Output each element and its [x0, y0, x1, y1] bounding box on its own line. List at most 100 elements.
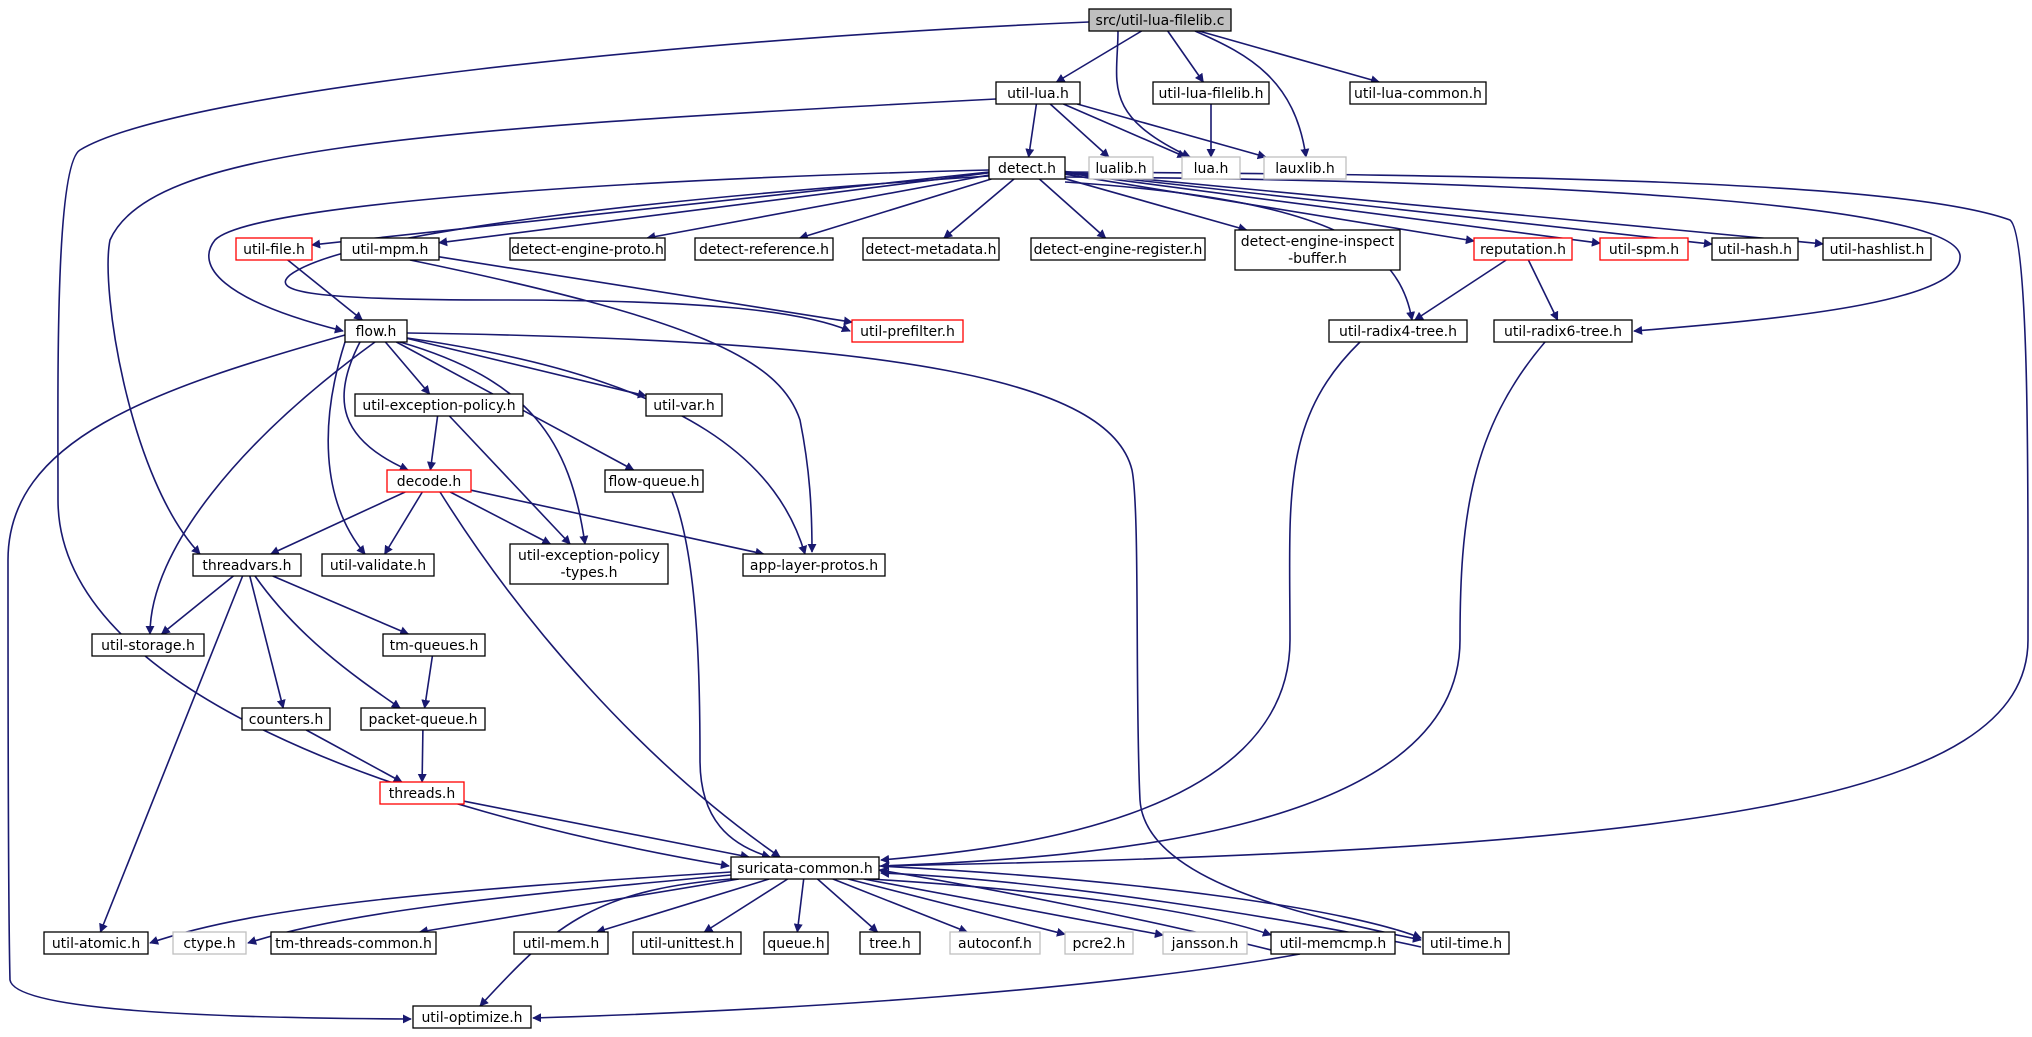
edge-detect-h-to-util-hash-h [1064, 171, 1713, 248]
edge-util-lua-h-to-lauxlib-h [1076, 103, 1267, 160]
node-util-lua-filelib-h[interactable]: util-lua-filelib.h [1152, 81, 1270, 105]
node-label: counters.h [249, 712, 323, 728]
edge-decode-h-to-threadvars-h [269, 491, 406, 555]
node-label: detect-metadata.h [865, 242, 996, 258]
edge-detect-h-to-detect-engine-inspect-buffer-h [1064, 177, 1248, 233]
edge-decode-h-to-suricata-common-h [439, 491, 781, 858]
node-util-lua-h[interactable]: util-lua.h [995, 81, 1081, 105]
node-detect-h[interactable]: detect.h [988, 156, 1066, 180]
edge-util-mpm-h-to-util-prefilter-h [438, 256, 853, 326]
node-packet-queue-h[interactable]: packet-queue.h [360, 707, 486, 731]
node-label: threads.h [389, 786, 456, 802]
node-flow-h[interactable]: flow.h [344, 319, 408, 343]
node-util-var-h[interactable]: util-var.h [645, 393, 723, 417]
node-label: util-atomic.h [52, 936, 140, 952]
node-jansson-h: jansson.h [1162, 931, 1248, 955]
node-decode-h[interactable]: decode.h [386, 469, 472, 493]
node-label: detect-engine-inspect-buffer.h [1241, 234, 1395, 267]
edge-suricata-common-h-to-util-unittest-h [703, 878, 789, 933]
node-label: util-storage.h [101, 638, 195, 654]
node-root[interactable]: src/util-lua-filelib.c [1088, 8, 1232, 32]
node-util-atomic-h[interactable]: util-atomic.h [43, 931, 149, 955]
node-label: suricata-common.h [737, 861, 873, 877]
edge-root-to-suricata-common-h [57, 21, 1090, 870]
edge-decode-h-to-util-validate-h [384, 491, 423, 555]
edge-flow-h-to-util-exception-policy-h [384, 341, 431, 395]
edge-util-memcmp-h-to-util-optimize-h [532, 953, 1301, 1023]
node-box [513, 931, 609, 955]
edge-detect-h-to-suricata-common-h [880, 171, 2029, 871]
edge-util-radix4-tree-h-to-suricata-common-h [880, 341, 1361, 864]
node-label: detect-engine-register.h [1034, 242, 1203, 258]
node-util-prefilter-h[interactable]: util-prefilter.h [851, 319, 964, 343]
edge-flow-h-to-util-var-h [406, 337, 647, 399]
edge-detect-h-to-detect-engine-proto-h [646, 174, 990, 241]
node-box [1349, 81, 1487, 105]
node-util-radix4-tree-h[interactable]: util-radix4-tree.h [1328, 319, 1468, 343]
node-util-radix6-tree-h[interactable]: util-radix6-tree.h [1493, 319, 1633, 343]
node-detect-metadata-h[interactable]: detect-metadata.h [862, 237, 1000, 261]
node-label: tm-threads-common.h [275, 936, 432, 952]
node-label: util-validate.h [330, 558, 426, 574]
edge-root-to-util-lua-common-h [1198, 30, 1380, 85]
node-queue-h[interactable]: queue.h [763, 931, 829, 955]
node-label: detect.h [998, 161, 1056, 177]
edge-suricata-common-h-to-util-mem-h [595, 878, 770, 934]
node-util-hash-h[interactable]: util-hash.h [1711, 237, 1799, 261]
node-reputation-h[interactable]: reputation.h [1473, 237, 1573, 261]
node-util-validate-h[interactable]: util-validate.h [321, 553, 435, 577]
node-util-mpm-h[interactable]: util-mpm.h [340, 237, 440, 261]
node-label: util-spm.h [1609, 242, 1679, 258]
node-util-file-h[interactable]: util-file.h [235, 237, 313, 261]
node-util-unittest-h[interactable]: util-unittest.h [632, 931, 742, 955]
node-util-memcmp-h[interactable]: util-memcmp.h [1270, 931, 1396, 955]
node-label: util-file.h [243, 242, 305, 258]
edge-util-lua-h-to-detect-h [1025, 103, 1038, 158]
node-lua-h: lua.h [1181, 156, 1241, 180]
node-label: util-lua.h [1007, 86, 1069, 102]
node-box [694, 237, 834, 261]
node-detect-engine-register-h[interactable]: detect-engine-register.h [1030, 237, 1206, 261]
edge-suricata-common-h-to-tm-threads-common-h [418, 878, 739, 936]
node-label: lualib.h [1095, 161, 1146, 177]
node-detect-engine-inspect-buffer-h[interactable]: detect-engine-inspect-buffer.h [1234, 229, 1401, 271]
node-box [1270, 931, 1396, 955]
node-tree-h[interactable]: tree.h [859, 931, 921, 955]
node-util-exception-policy-h[interactable]: util-exception-policy.h [354, 393, 524, 417]
node-util-exception-policy-types-h[interactable]: util-exception-policy-types.h [509, 543, 669, 585]
node-box [632, 931, 742, 955]
node-label-line: -buffer.h [1288, 251, 1347, 267]
node-util-storage-h[interactable]: util-storage.h [91, 633, 205, 657]
node-box [1162, 931, 1248, 955]
node-ctype-h: ctype.h [172, 931, 247, 955]
node-flow-queue-h[interactable]: flow-queue.h [604, 469, 704, 493]
node-threads-h[interactable]: threads.h [379, 781, 465, 805]
edge-threadvars-h-to-util-atomic-h [99, 575, 244, 933]
edge-flow-h-to-util-storage-h [145, 341, 376, 635]
edge-util-lua-h-to-lualib-h [1049, 103, 1110, 158]
edge-packet-queue-h-to-threads-h [417, 729, 427, 783]
edge-flow-h-to-util-optimize-h [7, 334, 412, 1024]
node-label: autoconf.h [958, 936, 1032, 952]
node-box [1234, 229, 1401, 271]
node-tm-threads-common-h[interactable]: tm-threads-common.h [270, 931, 437, 955]
edge-root-to-lauxlib-h [1194, 30, 1310, 158]
node-util-lua-common-h[interactable]: util-lua-common.h [1349, 81, 1487, 105]
node-util-hashlist-h[interactable]: util-hashlist.h [1822, 237, 1932, 261]
node-util-spm-h[interactable]: util-spm.h [1599, 237, 1689, 261]
edge-reputation-h-to-util-radix6-tree-h [1527, 259, 1559, 321]
node-threadvars-h[interactable]: threadvars.h [192, 553, 302, 577]
node-util-time-h[interactable]: util-time.h [1422, 931, 1510, 955]
edge-suricata-common-h-to-ctype-h [247, 874, 732, 945]
node-util-optimize-h[interactable]: util-optimize.h [412, 1005, 532, 1029]
node-app-layer-protos-h[interactable]: app-layer-protos.h [742, 553, 886, 577]
node-label: packet-queue.h [368, 712, 477, 728]
node-detect-reference-h[interactable]: detect-reference.h [694, 237, 834, 261]
node-detect-engine-proto-h[interactable]: detect-engine-proto.h [509, 237, 666, 261]
node-counters-h[interactable]: counters.h [241, 707, 331, 731]
node-suricata-common-h[interactable]: suricata-common.h [730, 856, 880, 880]
edge-detect-h-to-reputation-h [1064, 173, 1475, 245]
node-util-mem-h[interactable]: util-mem.h [513, 931, 609, 955]
node-tm-queues-h[interactable]: tm-queues.h [382, 633, 486, 657]
node-box [1473, 237, 1573, 261]
